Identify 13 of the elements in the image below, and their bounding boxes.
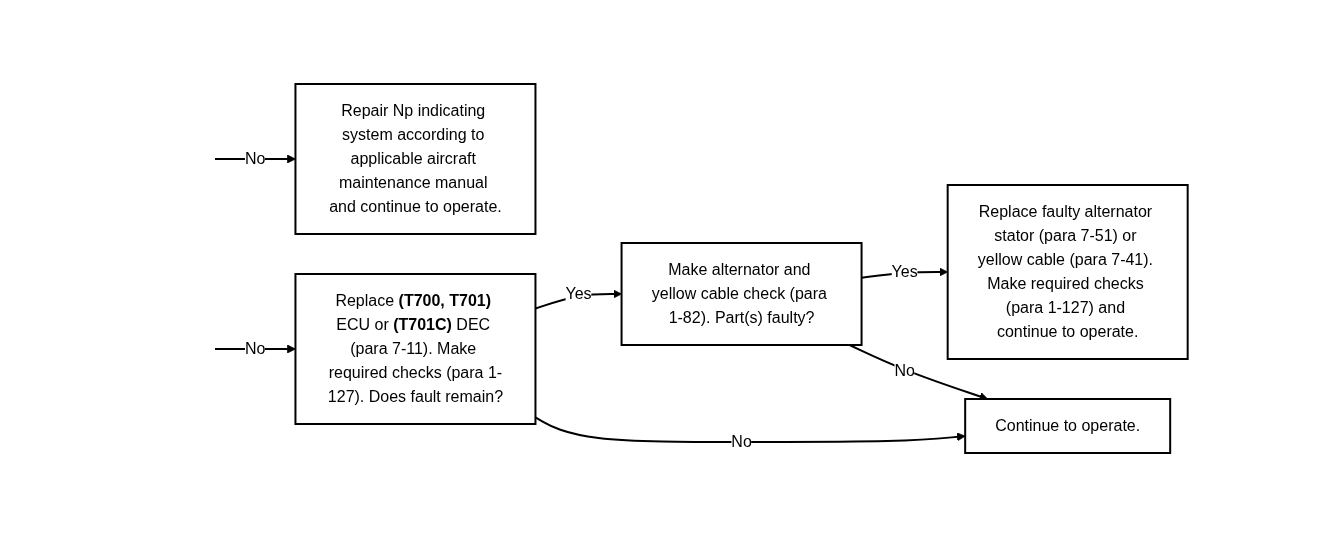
node-box: Replace (T700, T701) ECU or (T701C) DEC (para 7-11). Make required checks (para 1-127). Does fault remain? bbox=[294, 272, 537, 425]
edge-label: No bbox=[245, 339, 266, 357]
node-box: Replace faulty alternator stator (para 7-51) or yellow cable (para 7-41). Make required checks (para 1-127) and continue to operate. bbox=[946, 183, 1189, 360]
edge-label: No bbox=[894, 361, 915, 379]
arrow bbox=[214, 154, 296, 163]
edge-label: Yes bbox=[565, 284, 592, 302]
node-box: Repair Np indicating system according to applicable aircraft maintenance manual and continue to operate. bbox=[294, 82, 537, 235]
node-box: Make alternator and yellow cable check (para 1-82). Part(s) faulty? bbox=[620, 241, 863, 346]
node-box: Continue to operate. bbox=[964, 397, 1172, 454]
arrow bbox=[214, 344, 296, 353]
edge-label: No bbox=[731, 432, 752, 450]
edge-label: Yes bbox=[891, 262, 918, 280]
edge-label: No bbox=[245, 149, 266, 167]
